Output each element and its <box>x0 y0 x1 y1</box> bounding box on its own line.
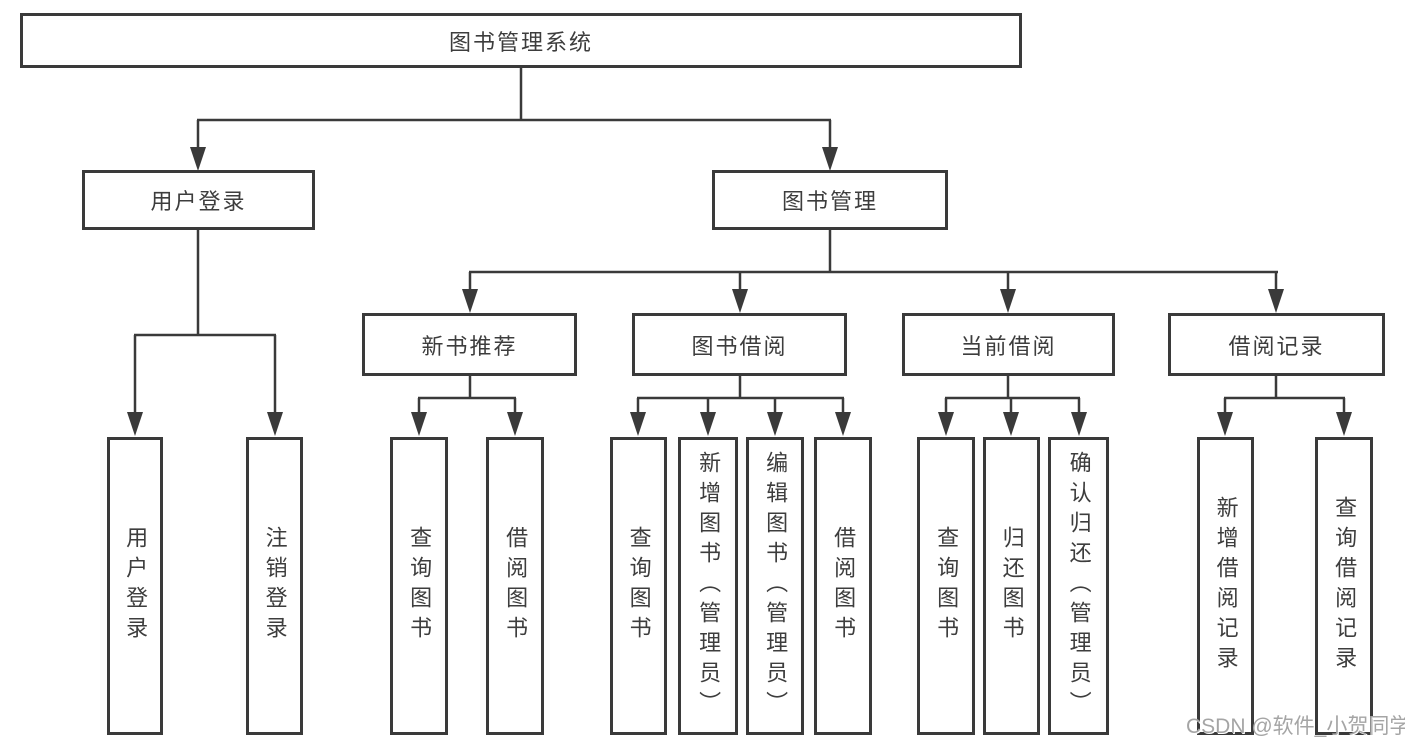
node-library-management-system: 图书管理系统 <box>20 13 1022 68</box>
connector-current-borrow-children <box>938 376 1087 436</box>
node-current-borrow: 当前借阅 <box>902 313 1115 376</box>
node-label: 确认归还（管理员） <box>1066 451 1092 721</box>
node-label: 借阅图书 <box>503 526 529 646</box>
node-label: 图书管理 <box>781 189 878 214</box>
node-label: 查询图书 <box>626 526 652 646</box>
leaf-add-borrow-record: 新增借阅记录 <box>1197 437 1254 735</box>
node-label: 归还图书 <box>999 526 1025 646</box>
leaf-borrow-books-recommend: 借阅图书 <box>486 437 544 735</box>
leaf-logout: 注销登录 <box>246 437 303 735</box>
csdn-watermark: CSDN @软件_小贺同学 <box>1186 715 1405 738</box>
node-label: 当前借阅 <box>960 333 1057 359</box>
node-label: 借阅记录 <box>1228 333 1325 359</box>
connector-root-to-level2 <box>190 68 838 171</box>
leaf-add-book-admin: 新增图书（管理员） <box>678 437 738 735</box>
leaf-user-login: 用户登录 <box>107 437 163 735</box>
node-label: 注销登录 <box>262 526 288 646</box>
node-label: 查询借阅记录 <box>1332 496 1358 676</box>
leaf-query-borrow-record: 查询借阅记录 <box>1315 437 1373 735</box>
connector-book-borrow-children <box>630 376 851 436</box>
leaf-query-books-current: 查询图书 <box>917 437 975 735</box>
leaf-edit-book-admin: 编辑图书（管理员） <box>746 437 804 735</box>
node-label: 图书借阅 <box>691 333 788 359</box>
node-label: 借阅图书 <box>831 526 857 646</box>
node-label: 编辑图书（管理员） <box>763 451 789 721</box>
node-label: 用户登录 <box>123 526 149 646</box>
leaf-query-books-recommend: 查询图书 <box>390 437 448 735</box>
node-label: 用户登录 <box>150 189 247 214</box>
connector-borrow-records-children <box>1217 376 1352 436</box>
node-label: 查询图书 <box>934 526 960 646</box>
connector-new-book-recommend-children <box>411 376 523 436</box>
leaf-query-books-borrow: 查询图书 <box>610 437 667 735</box>
node-book-management: 图书管理 <box>712 170 948 230</box>
node-label: 新增借阅记录 <box>1213 496 1239 676</box>
node-book-borrow: 图书借阅 <box>632 313 847 376</box>
node-label: 新增图书（管理员） <box>696 451 722 721</box>
node-user-login: 用户登录 <box>82 170 315 230</box>
node-new-book-recommend: 新书推荐 <box>362 313 577 376</box>
leaf-confirm-return-admin: 确认归还（管理员） <box>1048 437 1109 735</box>
leaf-return-book: 归还图书 <box>983 437 1040 735</box>
node-borrow-records: 借阅记录 <box>1168 313 1385 376</box>
connector-book-management-children <box>462 230 1284 313</box>
leaf-borrow-books-2: 借阅图书 <box>814 437 872 735</box>
node-label: 新书推荐 <box>421 333 518 359</box>
node-label: 图书管理系统 <box>448 29 593 55</box>
node-label: 查询图书 <box>407 526 433 646</box>
connector-user-login-children <box>127 230 283 436</box>
